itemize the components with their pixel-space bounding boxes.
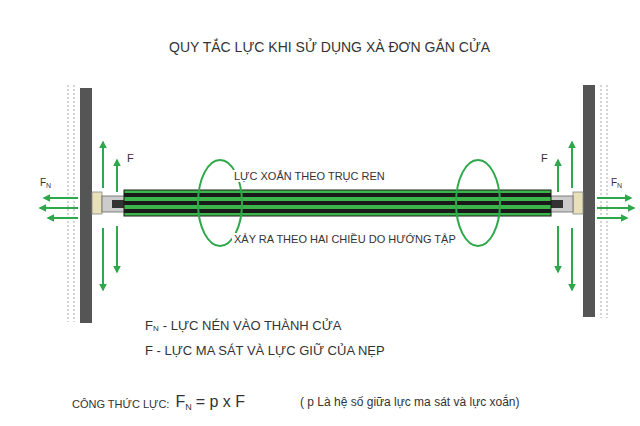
subscript: N (153, 325, 159, 334)
force-label: F (611, 177, 617, 188)
force-arrows-right (558, 142, 634, 290)
torsion-label: XẢY RA THEO HAI CHIỀU DO HƯỚNG TẬP (232, 233, 458, 245)
formula: = p x F (196, 393, 245, 411)
force-arrows-left (40, 142, 117, 290)
force-label: F (541, 152, 548, 164)
legend-text: - LỰC NÉN VÀO THÀNH CỬA (163, 319, 342, 333)
subscript: N (185, 403, 192, 413)
subscript: N (617, 182, 622, 190)
diagram-title: QUY TẮC LỰC KHI SỬ DỤNG XÀ ĐƠN GẮN CỬA (169, 40, 490, 55)
torsion-loop (456, 160, 500, 246)
pullup-bar (124, 190, 551, 216)
force-label: F (127, 152, 134, 164)
torsion-label: LỰC XOẮN THEO TRỤC REN (232, 170, 387, 182)
legend-text: F - LỰC MA SÁT VÀ LỰC GIỮ CỦA NẸP (145, 344, 385, 358)
formula-note: ( p Là hệ số giữa lực ma sát và lực xoắn… (300, 396, 520, 409)
formula-label: CÔNG THỨC LỰC: (72, 398, 169, 410)
door-frame-left (68, 85, 92, 323)
formula: F (175, 393, 185, 411)
subscript: N (46, 182, 51, 190)
force-label: F (40, 177, 46, 188)
door-frame-right (583, 85, 607, 318)
legend-symbol: F (145, 319, 153, 333)
